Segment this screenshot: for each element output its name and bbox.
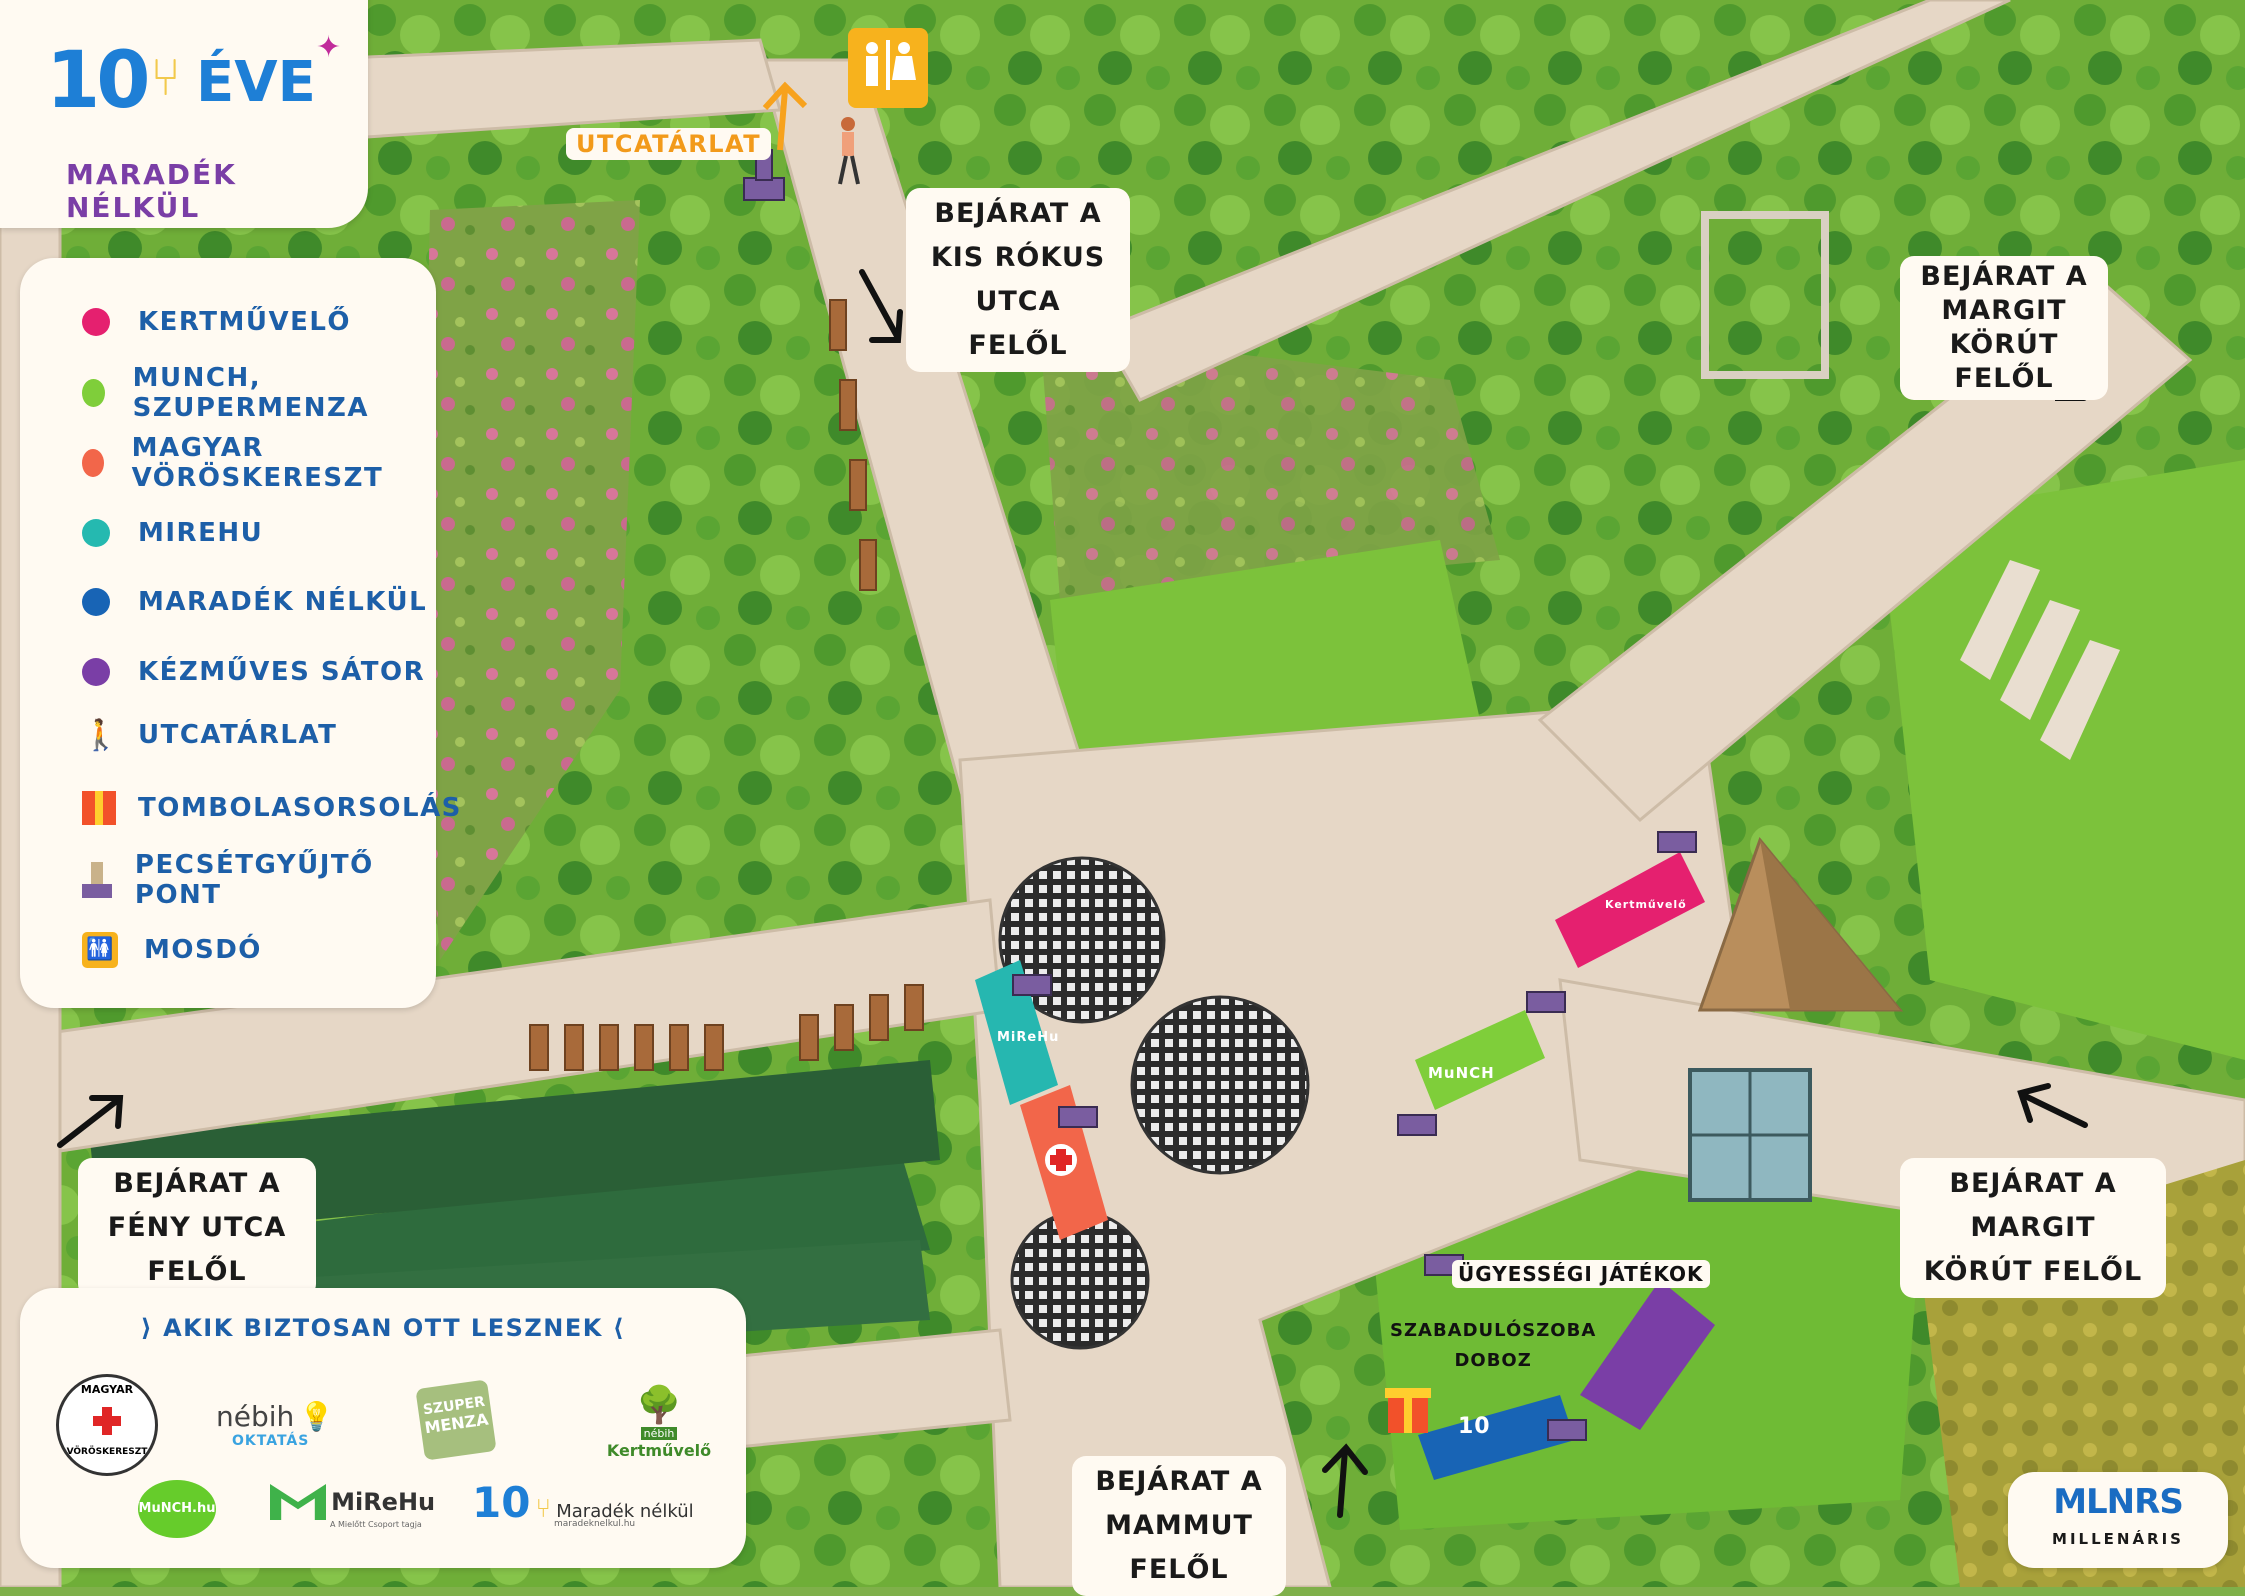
legend-item-munch: MUNCH, SZUPERMENZA bbox=[82, 363, 436, 423]
legend-card: KERTMŰVELŐ MUNCH, SZUPERMENZA MAGYAR VÖR… bbox=[20, 258, 460, 1008]
sponsor-nebih: nébih 💡 OKTATÁS bbox=[216, 1400, 335, 1449]
logo-word: ÉVE bbox=[196, 50, 316, 115]
stall-maradek bbox=[1418, 1395, 1575, 1480]
legend-item-utcatarlat: 🚶 UTCATÁRLAT bbox=[82, 717, 338, 753]
stall-kertmuvelo bbox=[1555, 852, 1705, 968]
sponsors-card: ⟩ AKIK BIZTOSAN OTT LESZNEK ⟨ MAGYAR VÖR… bbox=[20, 1288, 746, 1568]
restroom-icon: 🚻 bbox=[82, 932, 118, 968]
splash-icon: ✦ bbox=[316, 30, 342, 65]
entrance-label-mammut: BEJÁRAT A MAMMUT FELŐL bbox=[1072, 1456, 1286, 1596]
stall-label-mirehu: MiReHu bbox=[997, 1030, 1060, 1045]
legend-item-kertmuvelo: KERTMŰVELŐ bbox=[82, 300, 351, 344]
sponsors-heading: ⟩ AKIK BIZTOSAN OTT LESZNEK ⟨ bbox=[140, 1314, 626, 1342]
spark-left-icon: ⟩ bbox=[140, 1314, 164, 1342]
sponsor-mirehu: MiReHu A Mielőtt Csoport tagja bbox=[270, 1484, 435, 1529]
legend-item-voroskereszt: MAGYAR VÖRÖSKERESZT bbox=[82, 433, 436, 493]
mirehu-m-icon bbox=[270, 1484, 326, 1520]
gift-icon bbox=[82, 791, 116, 825]
logo: 10 ⑂ ÉVE ✦ bbox=[46, 30, 346, 126]
tree-icon: 🌳 bbox=[636, 1385, 682, 1426]
millenaris-name: MILLENÁRIS bbox=[2052, 1530, 2184, 1548]
entrance-label-kis-rokus: BEJÁRAT A KIS RÓKUS UTCA FELŐL bbox=[906, 188, 1130, 372]
logo-subtitle: MARADÉK NÉLKÜL bbox=[66, 158, 237, 224]
orange-dot-icon bbox=[82, 449, 104, 477]
stall-label-munch: MuNCH bbox=[1428, 1064, 1495, 1082]
ugyessegi-label: ÜGYESSÉGI JÁTÉKOK bbox=[1452, 1260, 1710, 1288]
sponsor-maradek: 10 ⑂ Maradék nélkül maradeknelkul.hu bbox=[472, 1478, 694, 1529]
green-dot-icon bbox=[82, 379, 105, 407]
fork-spoon-small-icon: ⑂ bbox=[535, 1494, 552, 1524]
legend-item-mosdo: 🚻 MOSDÓ bbox=[82, 928, 262, 972]
legend-item-kezmuves: KÉZMŰVES SÁTOR bbox=[82, 650, 425, 694]
red-cross-icon bbox=[93, 1407, 121, 1435]
legend-item-tombola: TOMBOLASORSOLÁS bbox=[82, 786, 462, 830]
blue-dot-icon bbox=[82, 588, 110, 616]
stall-mirehu bbox=[975, 960, 1058, 1105]
stall-kezmuves bbox=[1580, 1280, 1715, 1430]
fork-spoon-icon: ⑂ bbox=[150, 48, 182, 108]
szabadulo-label: SZABADULÓSZOBA DOBOZ bbox=[1390, 1320, 1597, 1371]
legend-item-maradek: MARADÉK NÉLKÜL bbox=[82, 580, 427, 624]
lightbulb-icon: 💡 bbox=[299, 1400, 335, 1433]
entrance-label-feny: BEJÁRAT A FÉNY UTCA FELŐL bbox=[78, 1158, 316, 1298]
stamp-icon bbox=[82, 862, 112, 898]
stall-label-10: 10 bbox=[1458, 1414, 1491, 1439]
pink-dot-icon bbox=[82, 308, 110, 336]
entrance-label-margit-bottom: BEJÁRAT A MARGIT KÖRÚT FELŐL bbox=[1900, 1158, 2166, 1298]
legend-item-pecset: PECSÉTGYŰJTŐ PONT bbox=[82, 850, 436, 910]
utcatarlat-label: UTCATÁRLAT bbox=[566, 128, 772, 160]
entrance-label-margit-top: BEJÁRAT A MARGIT KÖRÚT FELŐL bbox=[1900, 256, 2108, 400]
logo-number: 10 bbox=[46, 36, 151, 126]
millenaris-logo: MLNRS MILLENÁRIS bbox=[2008, 1472, 2228, 1568]
walking-person-icon: 🚶 bbox=[82, 717, 120, 753]
teal-dot-icon bbox=[82, 519, 110, 547]
purple-dot-icon bbox=[82, 658, 110, 686]
spark-right-icon: ⟨ bbox=[602, 1314, 626, 1342]
sponsor-voroskereszt: MAGYAR VÖRÖSKERESZT bbox=[56, 1374, 158, 1476]
sponsor-munch: MuNCH.hu bbox=[138, 1480, 216, 1538]
logo-card: 10 ⑂ ÉVE ✦ MARADÉK NÉLKÜL bbox=[0, 0, 368, 228]
millenaris-mark: MLNRS bbox=[2053, 1482, 2184, 1522]
stall-label-kertmuvelo: Kertművelő bbox=[1605, 898, 1687, 911]
legend-item-mirehu: MIREHU bbox=[82, 511, 263, 555]
sponsor-kertmuvelo: 🌳 nébih Kertművelő bbox=[606, 1385, 712, 1460]
stall-munch bbox=[1415, 1010, 1545, 1110]
sponsor-szupermenza: SZUPER MENZA bbox=[415, 1379, 497, 1461]
